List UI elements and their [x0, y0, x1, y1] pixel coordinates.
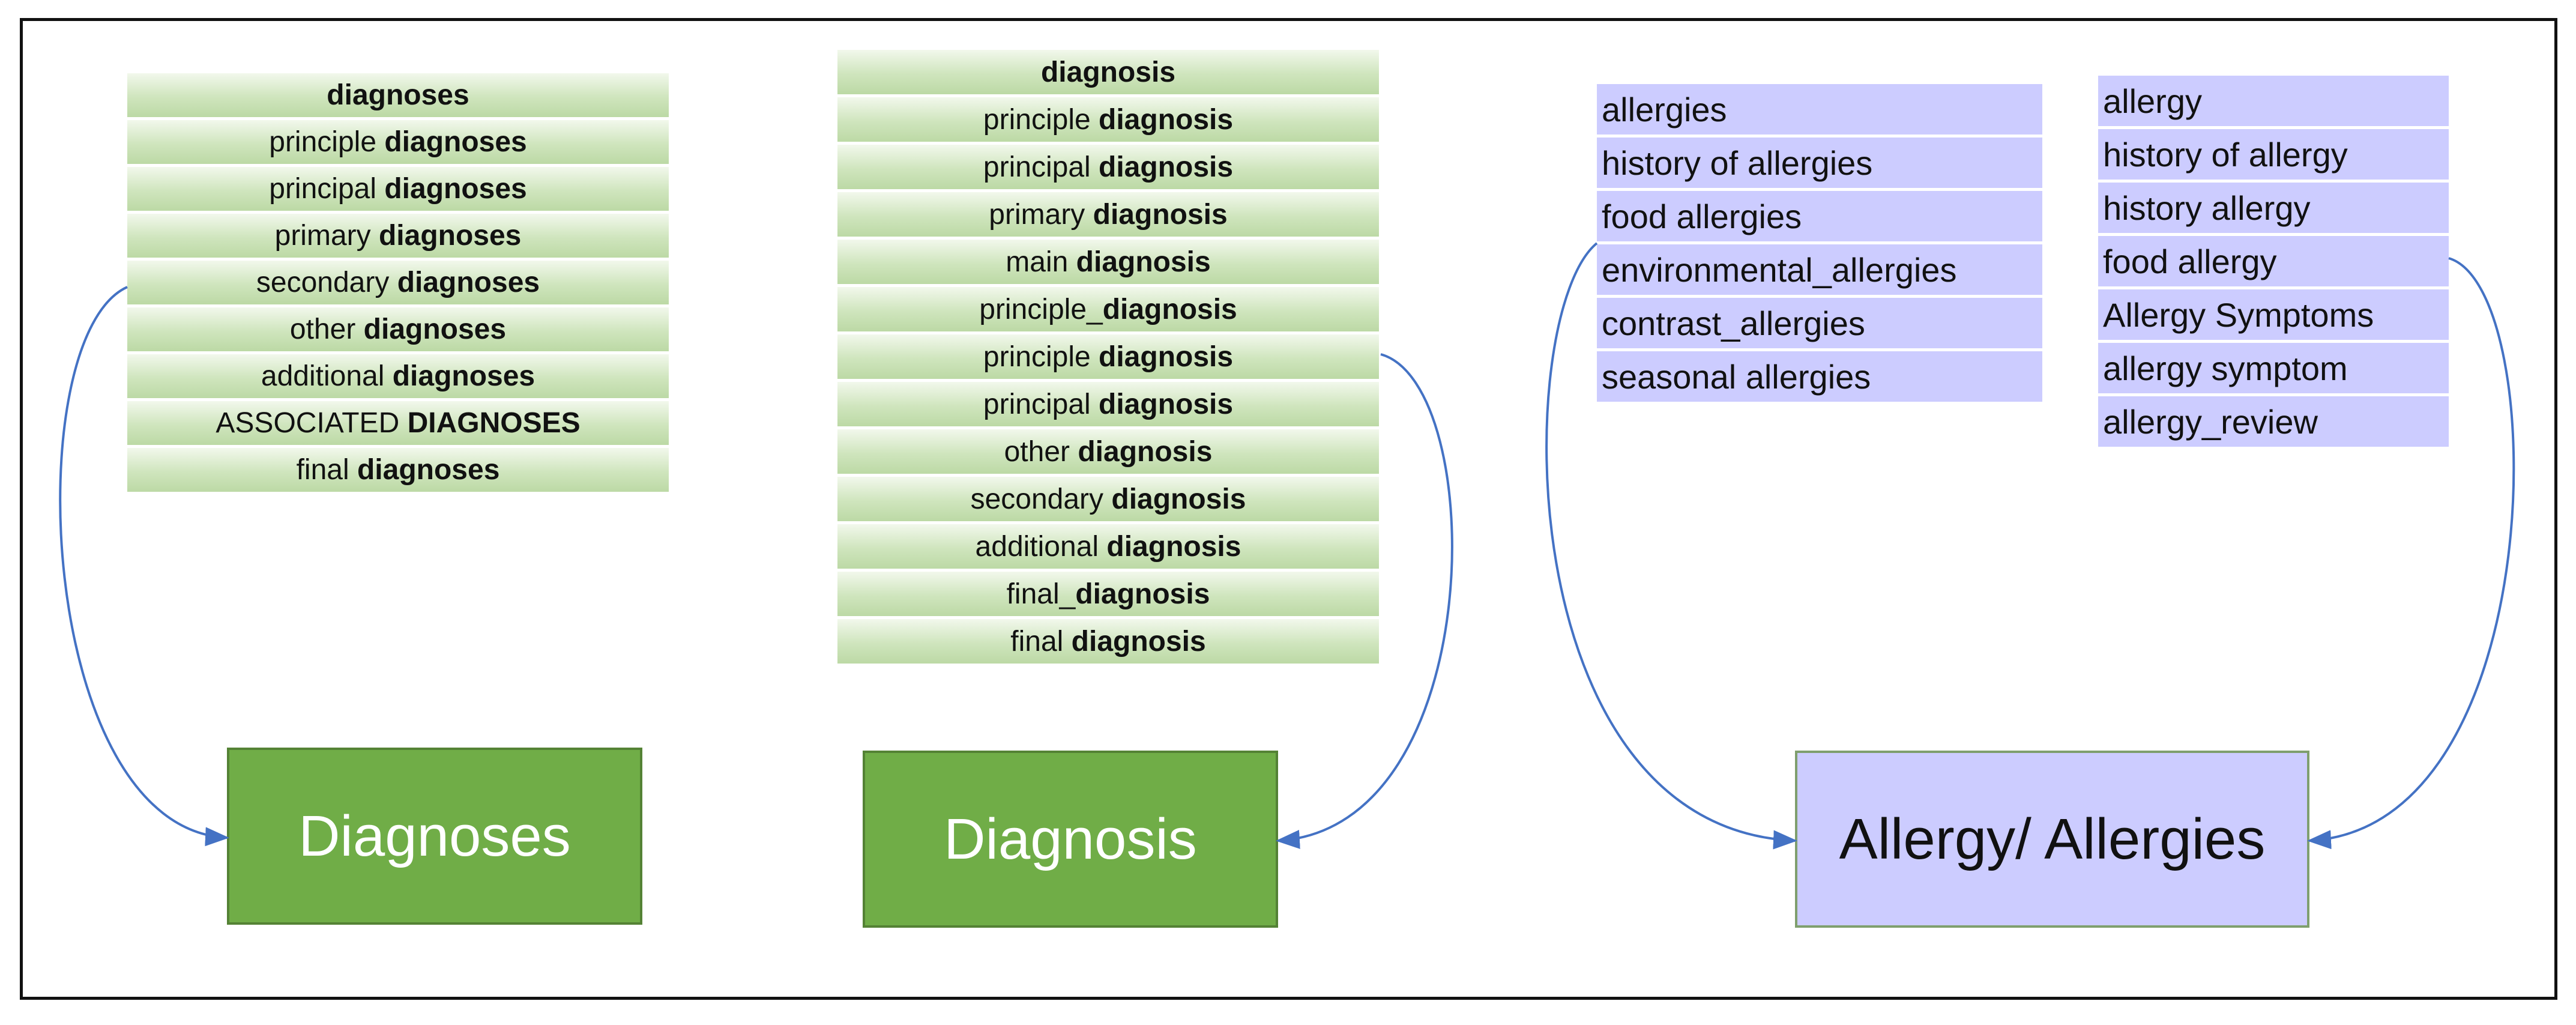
list-item: food allergy [2098, 236, 2449, 289]
diagnosis-target-label: Diagnosis [944, 806, 1197, 871]
arrow-diagnosis [1276, 353, 1453, 849]
list-item: secondary diagnosis [837, 477, 1379, 524]
allergy-target-box: Allergy/ Allergies [1795, 751, 2309, 928]
list-item: allergy symptom [2098, 343, 2449, 396]
list-item: allergy_review [2098, 396, 2449, 450]
list-item: final diagnoses [127, 448, 669, 495]
list-item: ASSOCIATED DIAGNOSES [127, 401, 669, 448]
list-item: other diagnosis [837, 429, 1379, 477]
list-item: principal diagnosis [837, 382, 1379, 429]
diagnoses-target-label: Diagnoses [298, 803, 571, 868]
diagnosis-term-list: diagnosis principle diagnosis principal … [837, 50, 1379, 667]
list-item: diagnosis [837, 50, 1379, 97]
list-item: principal diagnoses [127, 167, 669, 214]
list-item: seasonal allergies [1597, 351, 2042, 405]
list-item: environmental_allergies [1597, 244, 2042, 298]
list-item: primary diagnoses [127, 214, 669, 261]
list-item: Allergy Symptoms [2098, 289, 2449, 343]
list-item: other diagnoses [127, 307, 669, 354]
list-item: main diagnosis [837, 240, 1379, 287]
list-item: secondary diagnoses [127, 261, 669, 307]
list-item: additional diagnoses [127, 354, 669, 401]
list-item: history of allergies [1597, 138, 2042, 191]
list-item: final_diagnosis [837, 572, 1379, 619]
list-item: contrast_allergies [1597, 298, 2042, 351]
list-item: principle diagnosis [837, 334, 1379, 382]
list-item: diagnoses [127, 73, 669, 120]
arrow-allergy [2307, 257, 2515, 850]
list-item: principle diagnosis [837, 97, 1379, 145]
list-item: primary diagnosis [837, 192, 1379, 240]
list-item: allergies [1597, 84, 2042, 138]
list-item: history allergy [2098, 183, 2449, 236]
arrow-diagnoses [59, 286, 229, 847]
diagnoses-term-list: diagnoses principle diagnoses principal … [127, 73, 669, 495]
list-item: history of allergy [2098, 129, 2449, 183]
allergy-target-label: Allergy/ Allergies [1839, 806, 2266, 871]
allergy-term-list: allergy history of allergy history aller… [2098, 76, 2449, 450]
arrow-allergies [1545, 242, 1797, 850]
allergies-term-list: allergies history of allergies food alle… [1597, 84, 2042, 405]
list-item: allergy [2098, 76, 2449, 129]
list-item: final diagnosis [837, 619, 1379, 667]
diagnoses-target-box: Diagnoses [227, 748, 642, 925]
diagnosis-target-box: Diagnosis [863, 751, 1278, 928]
list-item: principle_diagnosis [837, 287, 1379, 334]
list-item: food allergies [1597, 191, 2042, 244]
list-item: principal diagnosis [837, 145, 1379, 192]
list-item: additional diagnosis [837, 524, 1379, 572]
list-item: principle diagnoses [127, 120, 669, 167]
